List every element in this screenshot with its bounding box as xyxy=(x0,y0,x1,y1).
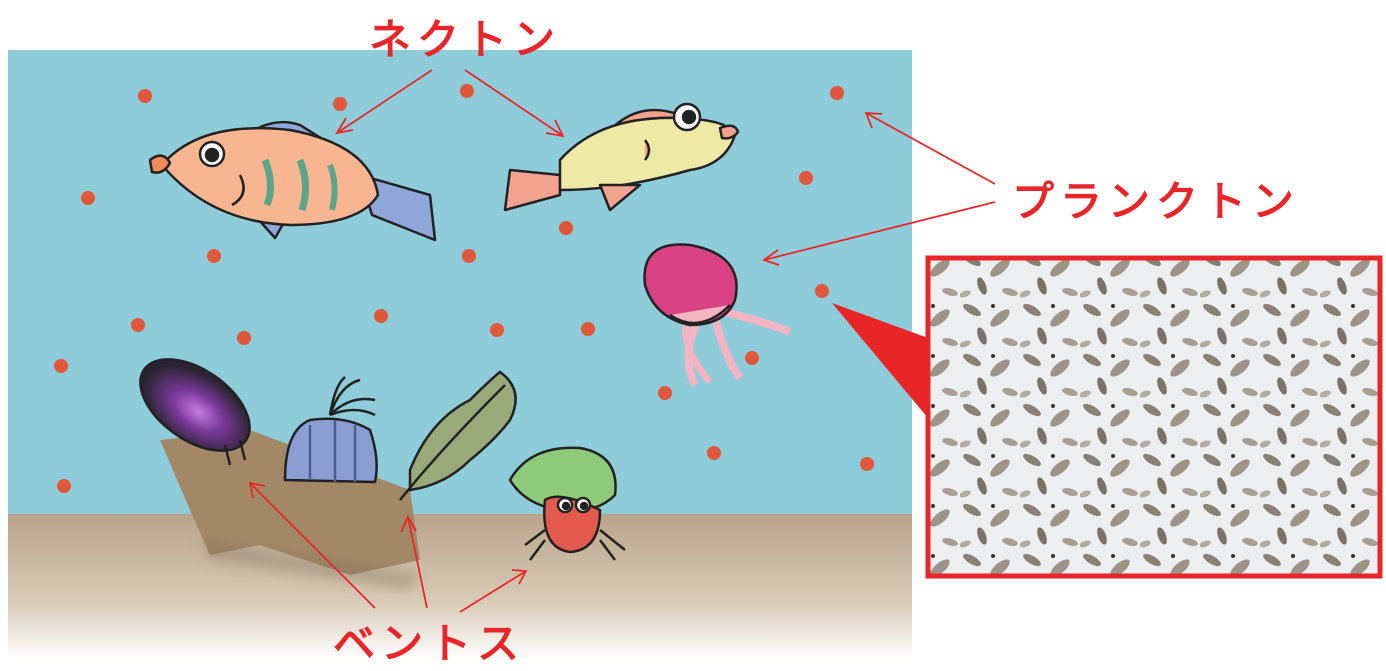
label-benthos: ベントス xyxy=(333,610,525,671)
label-nekton: ネクトン xyxy=(369,6,561,67)
plankton-photo xyxy=(928,258,1380,576)
label-plankton: プランクトン xyxy=(1012,168,1300,229)
